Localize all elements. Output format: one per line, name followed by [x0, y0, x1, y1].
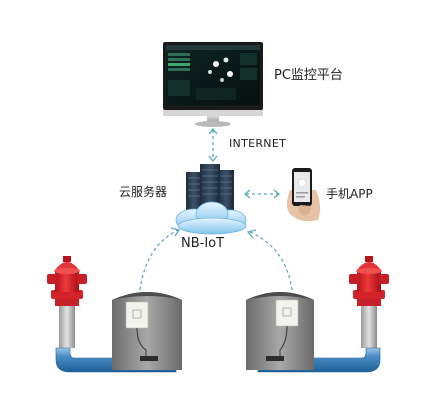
fire-hydrant-left	[47, 256, 87, 348]
pressure-gauge-right	[266, 356, 284, 361]
cloud-shape	[175, 201, 247, 235]
sensor-well-right	[246, 292, 314, 370]
app-link-arrow	[243, 189, 281, 199]
phone-in-hand	[287, 168, 321, 222]
pc-platform-label: PC监控平台	[274, 68, 343, 83]
signal-arrow-left-head	[170, 227, 181, 237]
signal-arrow-left	[139, 229, 179, 291]
signal-arrow-right-head	[246, 229, 257, 239]
nb-iot-sensor-left	[125, 301, 149, 329]
internet-label: INTERNET	[229, 137, 287, 150]
fire-hydrant-right	[349, 256, 389, 348]
pressure-gauge-left	[140, 356, 158, 361]
nb-iot-label: NB-IoT	[181, 236, 225, 251]
sensor-well-left	[112, 292, 182, 370]
monitor-stand	[195, 121, 231, 127]
signal-arrow-right	[249, 231, 293, 291]
pc-monitor	[163, 42, 263, 127]
mobile-app-label: 手机APP	[326, 187, 373, 201]
cloud-server-label: 云服务器	[119, 185, 168, 199]
cloud-server	[175, 164, 247, 235]
nb-iot-sensor-right	[275, 299, 299, 327]
internet-link-arrow	[208, 127, 218, 163]
